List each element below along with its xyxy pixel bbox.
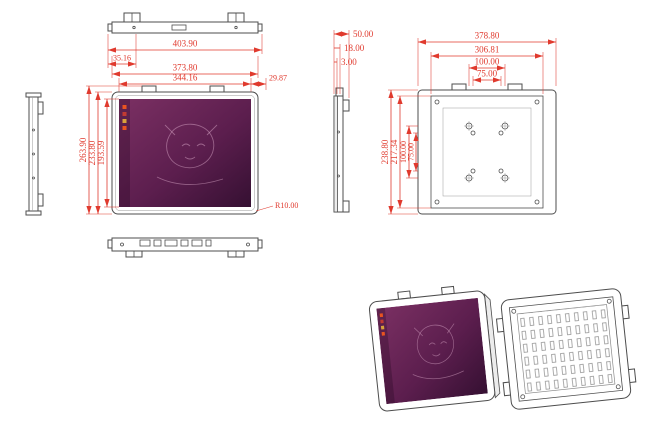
vesa-holes-75 [470,130,504,174]
vent-grid [516,304,616,394]
dim-front-edge-inset: 29.87 [269,74,287,83]
dim-corner-radius-text: R10.00 [275,201,298,210]
dim-front-lip: 3.00 [341,57,357,67]
dim-corner-radius: R10.00 [255,201,298,212]
dim-rear-inner-height: 217.34 [389,139,399,164]
view-side-left [25,92,44,216]
mount-bracket [37,193,44,207]
dims-rear-width: 378.80 306.81 100.00 75.00 [417,31,557,94]
mount-bracket [342,200,350,213]
dim-depth-overall: 50.00 [353,29,374,39]
vesa-holes-100 [464,121,510,183]
dims-rear-height: 238.80 217.34 100.00 75.00 [380,89,431,215]
view-top [107,12,263,34]
view-front [111,85,259,215]
io-ports [139,239,212,247]
dim-rear-overall-height: 238.80 [380,139,390,164]
view-bottom [107,237,263,258]
top-tab [209,85,225,93]
dim-depth-body: 18.00 [344,43,365,53]
dim-front-panel-width: 373.80 [173,63,198,73]
mount-bracket [342,99,350,112]
dim-front-active-width: 344.16 [173,73,198,83]
dim-rear-mount-height-75: 75.00 [407,143,416,161]
rear-panel [417,89,557,215]
view-rear [417,83,557,215]
dims-depth: 50.00 18.00 3.00 [333,29,374,98]
front-screen-3d [376,297,488,405]
view-3d-front [368,285,501,412]
dim-rear-overall-width: 378.80 [475,31,500,41]
dim-front-panel-height: 233.80 [87,140,97,165]
dims-front-height: 263.90 233.80 193.59 [78,85,142,215]
dim-rear-mount-height-100: 100.00 [399,141,408,163]
top-tab [451,83,467,91]
dim-rear-mount-width-75: 75.00 [477,69,498,79]
dim-front-overall-width: 403.90 [173,39,198,49]
front-screen [119,99,251,207]
dim-rear-inner-width: 306.81 [475,45,500,55]
view-side-right [333,87,350,213]
dim-rear-mount-width-100: 100.00 [475,57,500,67]
dim-front-overall-height: 263.90 [78,137,88,162]
view-3d-rear [495,288,637,410]
dims-front-width: 403.90 35.16 373.80 344.16 29.87 [107,34,287,96]
top-tab [507,83,523,91]
dim-front-active-height: 193.59 [96,140,106,165]
top-tab [141,85,157,93]
dim-front-bracket-offset: 35.16 [113,54,131,63]
mount-bracket [37,101,44,115]
corner-screw-holes [434,99,540,205]
